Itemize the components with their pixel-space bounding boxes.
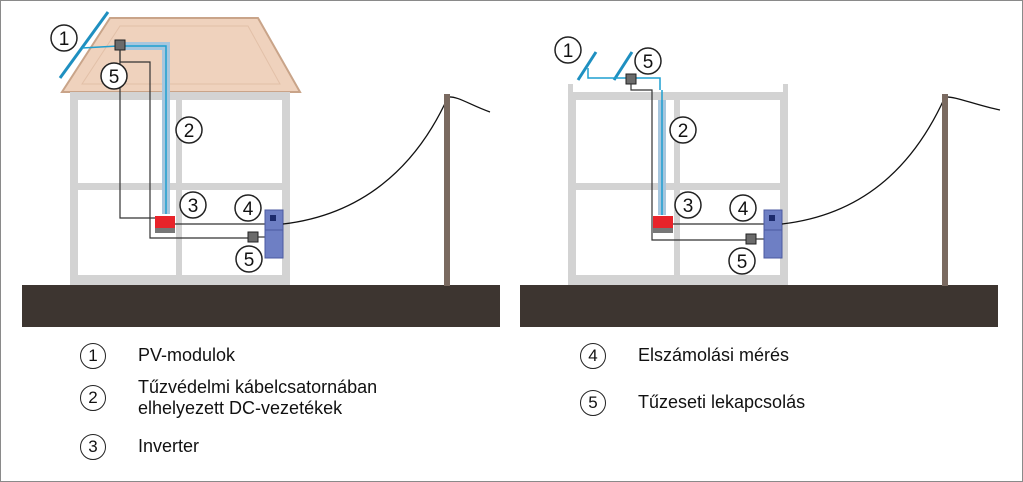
right-callout-3 <box>674 191 702 219</box>
left-callout-1-label: 1 <box>59 29 70 50</box>
left-meter-switch <box>247 231 259 243</box>
left-roof-switch <box>114 39 126 51</box>
left-scene: 1 5 2 3 4 5 <box>22 11 500 327</box>
legend-item-1: 1 PV-modulok <box>80 343 235 369</box>
right-meter-display <box>769 215 775 221</box>
right-roof-switch <box>625 73 637 85</box>
legend-num-4: 4 <box>580 343 606 369</box>
right-inverter <box>653 216 673 228</box>
left-callout-2-label: 2 <box>184 121 195 142</box>
right-pv-module-b <box>612 51 634 81</box>
left-callout-3-label: 3 <box>188 196 199 217</box>
right-callout-5-meter-label: 5 <box>737 252 748 273</box>
right-switch-wire <box>630 84 748 241</box>
right-meter <box>763 209 783 259</box>
legend-text-3: Inverter <box>138 436 200 456</box>
left-meter <box>264 209 284 259</box>
right-callout-3-label: 3 <box>683 196 694 217</box>
left-callout-4-label: 4 <box>243 199 254 220</box>
legend-text-4: Elszámolási mérés <box>638 345 790 365</box>
right-house-floor-3 <box>568 275 788 285</box>
right-parapet-right <box>783 84 788 94</box>
right-callout-5-roof <box>634 47 662 75</box>
left-utility-pole <box>444 94 450 286</box>
right-callout-2-label: 2 <box>678 121 689 142</box>
left-meter-display <box>270 215 276 221</box>
left-dc-cable <box>124 45 167 214</box>
right-scene: 1 5 2 3 4 5 <box>520 36 1001 327</box>
left-inverter-base <box>155 228 175 233</box>
right-callout-1-label: 1 <box>563 41 574 62</box>
right-callout-1 <box>554 36 582 64</box>
legend-item-2: 2 Tűzvédelmi kábelcsatornában elhelyezet… <box>80 377 377 419</box>
left-callout-1 <box>50 24 78 52</box>
legend-text-1: PV-modulok <box>138 345 236 365</box>
left-pv-link <box>81 45 119 49</box>
right-ground <box>520 285 998 327</box>
left-house-floor-3 <box>70 275 290 285</box>
legend-item-4: 4 Elszámolási mérés <box>580 343 789 369</box>
left-grid-cable <box>282 96 491 225</box>
left-callout-5-roof-label: 5 <box>109 67 120 88</box>
right-meter-switch <box>745 233 757 245</box>
legend-text-5: Tűzeseti lekapcsolás <box>638 392 806 412</box>
right-grid-cable <box>781 96 1001 225</box>
left-callout-2 <box>175 116 203 144</box>
left-callout-4 <box>234 194 262 222</box>
legend-item-5: 5 Tűzeseti lekapcsolás <box>580 390 805 416</box>
right-callout-5-roof-label: 5 <box>643 52 654 73</box>
left-ground <box>22 285 500 327</box>
left-inverter <box>155 216 175 228</box>
right-callout-2 <box>669 116 697 144</box>
left-callout-5-meter <box>235 245 263 273</box>
pv-installation-diagram: 1 5 2 3 4 5 <box>22 11 1001 327</box>
left-callout-5-meter-label: 5 <box>244 250 255 271</box>
right-callout-4 <box>729 194 757 222</box>
left-callout-3 <box>179 191 207 219</box>
right-parapet-left <box>568 84 573 94</box>
right-house-floor-2 <box>568 183 788 190</box>
left-callout-5-roof <box>100 62 128 90</box>
right-pv-link <box>587 68 661 90</box>
legend-num-2: 2 <box>80 385 106 411</box>
right-inverter-base <box>653 228 673 233</box>
left-house-floor-1 <box>70 92 290 100</box>
right-callout-4-label: 4 <box>738 199 749 220</box>
legend-item-3: 3 Inverter <box>80 434 199 460</box>
right-callout-5-meter <box>728 247 756 275</box>
right-pv-module-a <box>576 51 598 81</box>
left-pv-module <box>58 11 110 79</box>
left-switch-wire-b <box>119 50 158 219</box>
legend-num-3: 3 <box>80 434 106 460</box>
legend-num-1: 1 <box>80 343 106 369</box>
right-utility-pole <box>942 94 948 286</box>
legend-num-5: 5 <box>580 390 606 416</box>
left-house-floor-2 <box>70 183 290 190</box>
legend-text-2: Tűzvédelmi kábelcsatornában elhelyezett … <box>138 377 378 418</box>
left-roof-inner <box>81 25 281 85</box>
